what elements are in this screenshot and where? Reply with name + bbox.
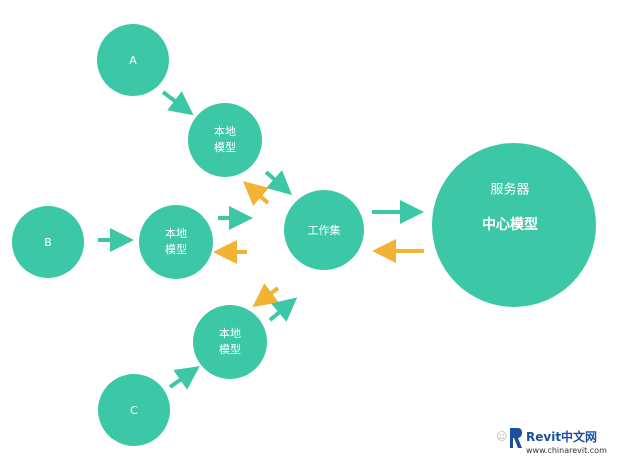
local-model-bottom-line1: 本地	[219, 326, 241, 340]
workset-label: 工作集	[308, 223, 341, 237]
node-workset: 工作集	[284, 190, 364, 270]
central-model-label: 中心模型	[482, 216, 538, 233]
revit-logo-icon	[510, 428, 522, 448]
local-model-top-line1: 本地	[214, 124, 236, 138]
watermark-brand: Revit中文网	[526, 430, 598, 444]
watermark-url: www.chinarevit.com	[526, 446, 607, 455]
arrow-c-to-local-bottom	[168, 366, 200, 390]
local-model-top-line2: 模型	[214, 140, 236, 154]
node-local-model-top: 本地 模型	[188, 103, 262, 177]
local-model-bottom-line2: 模型	[219, 342, 241, 356]
arrow-workset-to-local-top	[242, 181, 270, 206]
node-user-b: B	[12, 206, 84, 278]
server-label: 服务器	[490, 182, 529, 198]
local-model-middle-line1: 本地	[165, 226, 187, 240]
arrow-local-bottom-to-workset	[268, 297, 298, 322]
node-local-model-middle: 本地 模型	[139, 205, 213, 279]
node-user-a: A	[97, 24, 169, 96]
node-user-a-label: A	[129, 54, 137, 67]
node-user-c-label: C	[130, 404, 138, 417]
watermark-wechat-icon: ☺	[496, 430, 508, 443]
watermark: ☺ Revit中文网 www.chinarevit.com	[496, 426, 636, 466]
arrow-a-to-local-top	[161, 90, 194, 116]
node-user-b-label: B	[44, 236, 52, 249]
node-server: 服务器 中心模型	[432, 143, 596, 307]
arrow-local-top-to-workset	[264, 170, 292, 195]
arrow-workset-to-local-bottom	[252, 283, 280, 308]
node-user-c: C	[98, 374, 170, 446]
node-local-model-bottom: 本地 模型	[193, 305, 267, 379]
local-model-middle-line2: 模型	[165, 242, 187, 256]
